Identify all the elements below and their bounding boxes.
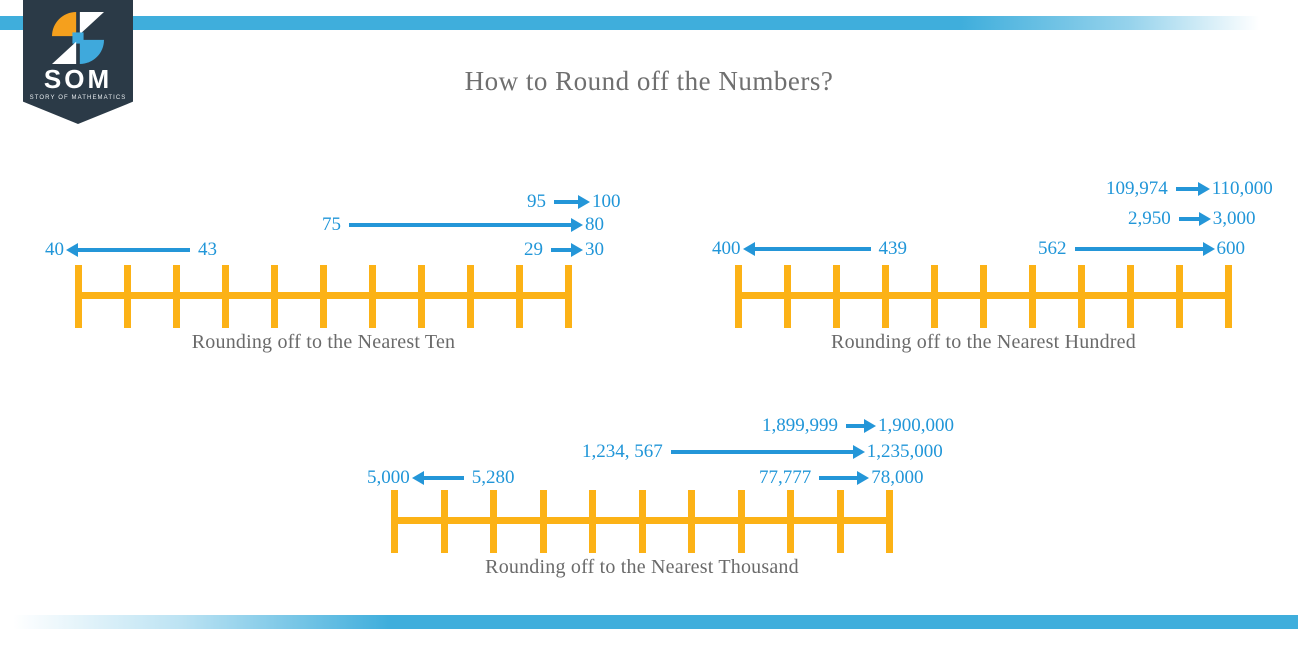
tick-mark [735,265,742,328]
rounded-value: 30 [585,239,604,260]
tick-mark [589,490,596,553]
tick-mark [737,490,745,553]
rounded-value: 78,000 [871,467,924,488]
tick-mark [222,265,229,328]
rounding-example-29-30: 29 30 [524,239,604,261]
source-value: 1,234, 567 [582,441,663,462]
caption-nearest-hundred: Rounding off to the Nearest Hundred [831,331,1136,353]
bottom-accent-bar [0,615,1298,629]
tick-mark [1225,265,1232,328]
tick-mark [1127,265,1134,328]
source-value: 109,974 [1106,178,1168,199]
tick-mark [75,265,82,328]
source-value: 75 [322,214,341,235]
arrow-right-icon [819,471,870,485]
rounded-value: 100 [592,191,621,212]
rounding-example-5280-5000: 5,000 5,280 [367,467,515,489]
arrow-left-icon [66,243,190,257]
source-value: 95 [527,191,546,212]
tick-mark [980,265,987,328]
arrow-right-icon [1178,212,1211,226]
tick-mark [1176,265,1183,328]
tick-mark [271,265,278,328]
tick-mark [391,490,398,553]
source-value: 1,899,999 [762,415,838,436]
numberline-nearest-hundred [735,265,1232,328]
caption-nearest-thousand: Rounding off to the Nearest Thousand [485,556,799,578]
tick-mark [638,490,646,553]
rounded-value: 3,000 [1212,208,1256,229]
rounded-value: 5,000 [367,467,410,488]
source-value: 2,950 [1128,208,1171,229]
rounded-value: 110,000 [1211,178,1273,199]
rounded-value: 1,235,000 [866,441,943,462]
arrow-right-icon [554,195,590,209]
rounding-example-2950-3000: 2,950 3,000 [1128,208,1256,230]
tick-mark [1029,265,1036,328]
tick-mark [688,490,695,553]
rounding-example-95-100: 95 100 [527,191,621,213]
rounding-example-77777-78000: 77,777 78,000 [759,467,924,489]
tick-mark [1078,265,1085,328]
tick-mark [539,490,547,553]
rounded-value: 600 [1216,238,1246,259]
source-value: 43 [198,239,217,260]
rounding-example-109974-110000: 109,974 110,000 [1106,178,1273,200]
rounded-value: 80 [585,214,604,235]
source-value: 439 [878,238,908,259]
rounded-value: 40 [45,239,64,260]
top-accent-bar [0,16,1298,30]
tick-mark [931,265,938,328]
rounding-example-562-600: 562 600 [1038,238,1245,260]
rounded-value: 1,900,000 [878,415,954,436]
rounding-example-439-400: 400 439 [712,238,907,260]
arrow-right-icon [1074,242,1215,256]
arrow-left-icon [742,242,871,256]
source-value: 29 [524,239,543,260]
tick-mark [467,265,474,328]
rounded-value: 400 [712,238,741,259]
tick-mark [124,265,131,328]
numberline-nearest-ten [75,265,572,328]
source-value: 77,777 [759,467,812,488]
tick-mark [886,490,893,553]
tick-mark [320,265,327,328]
tick-mark [440,490,448,553]
tick-mark [490,490,497,553]
arrow-right-icon [846,419,876,433]
source-value: 5,280 [471,467,515,488]
source-value: 562 [1038,238,1067,259]
tick-mark [882,265,889,328]
tick-mark [418,265,425,328]
tick-mark [173,265,180,328]
tick-mark [516,265,523,328]
som-logo-icon [52,12,104,64]
page-title: How to Round off the Numbers? [464,66,834,96]
arrow-right-icon [670,445,865,459]
arrow-left-icon [411,471,464,485]
rounding-example-1899999-1900000: 1,899,999 1,900,000 [762,415,954,437]
tick-mark [836,490,844,553]
caption-nearest-ten: Rounding off to the Nearest Ten [191,331,456,353]
rounding-example-1234567-1235000: 1,234, 567 1,235,000 [582,441,943,463]
arrow-right-icon [551,243,583,257]
rounding-example-43-40: 40 43 [45,239,217,261]
tick-mark [787,490,794,553]
arrow-right-icon [349,218,583,232]
numberline-nearest-thousand [391,490,893,553]
tick-mark [369,265,376,328]
logo-tagline: STORY OF MATHEMATICS [29,95,127,101]
arrow-right-icon [1175,182,1210,196]
tick-mark [565,265,572,328]
som-logo-badge: SOM STORY OF MATHEMATICS [23,0,133,124]
logo-name: SOM [43,64,113,94]
tick-mark [833,265,840,328]
tick-mark [784,265,791,328]
rounding-example-75-80: 75 80 [322,214,604,236]
